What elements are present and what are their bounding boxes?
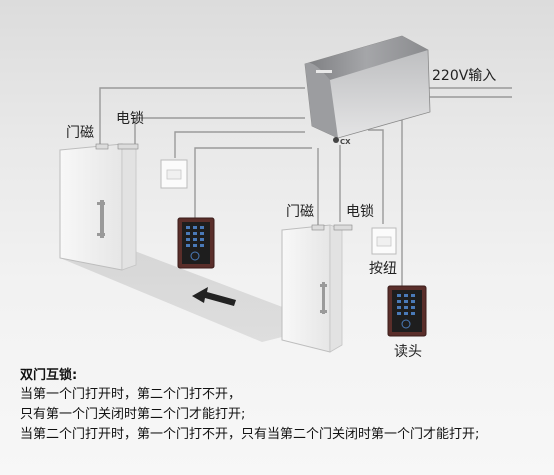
- svg-text:CX: CX: [340, 138, 351, 146]
- caption-line: 当第二个门打开时，第一个门打不开，只有当第二个门关闭时第一个门才能打开;: [20, 427, 480, 442]
- caption: 双门互锁: 当第一个门打开时，第二个门打不开， 只有第一个门关闭时第二个门才能打…: [20, 367, 550, 445]
- door-magnet-2-label: 门磁: [286, 204, 314, 220]
- electric-lock-2-icon: [333, 224, 353, 231]
- electric-lock-1-label: 电锁: [116, 111, 144, 127]
- card-reader-label: 读头: [394, 343, 422, 360]
- door-icon: [59, 143, 139, 271]
- door-icon: [281, 224, 353, 353]
- caption-line: 当第一个门打开时，第二个门打不开，: [20, 387, 242, 402]
- door-magnet-1-icon: [95, 143, 109, 150]
- direction-arrow-icon: [192, 287, 236, 306]
- caption-line: 只有第一个门关闭时第二个门才能打开;: [20, 407, 246, 422]
- door-magnet-1-label: 门磁: [66, 125, 94, 141]
- power-input-label: 220V输入: [432, 68, 496, 84]
- electric-lock-1-icon: [117, 143, 139, 150]
- exit-button-icon: [160, 159, 188, 189]
- door-magnet-2-icon: [311, 224, 325, 231]
- caption-title: 双门互锁:: [20, 368, 78, 383]
- exit-button-label: 按纽: [369, 261, 397, 277]
- card-reader-icon: [177, 217, 215, 269]
- exit-button-icon: [371, 227, 397, 255]
- electric-lock-2-label: 电锁: [346, 204, 374, 220]
- card-reader-icon: [387, 285, 427, 337]
- access-controller-icon: CX: [304, 35, 431, 146]
